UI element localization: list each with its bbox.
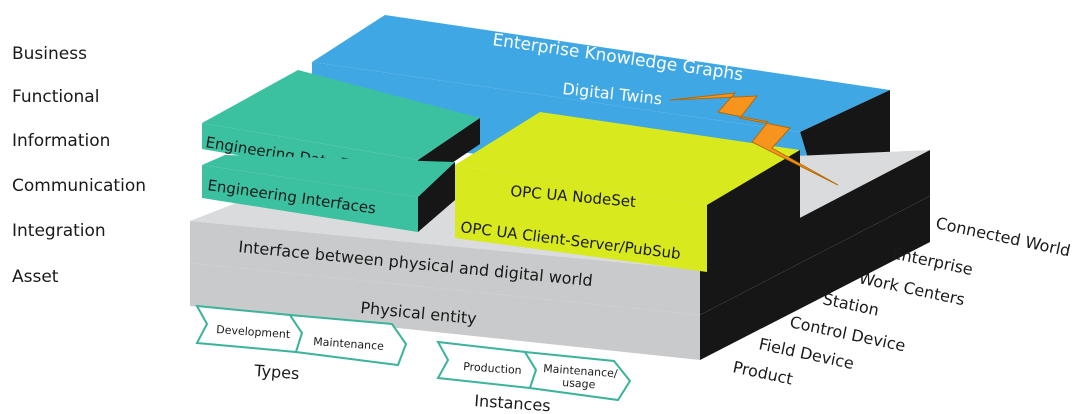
types-development: Development <box>216 323 291 341</box>
hierarchy-connected-world: Connected World <box>934 213 1072 260</box>
instances-maintenance-usage-line2: usage <box>562 376 596 391</box>
lightning-icon <box>669 92 839 186</box>
hierarchy-product: Product <box>731 357 794 388</box>
instances-production: Production <box>463 360 522 377</box>
instances-label: Instances <box>474 391 552 414</box>
engineering-interfaces-block: Engineering Interfaces <box>202 155 455 232</box>
types-maintenance: Maintenance <box>313 335 385 353</box>
layer-label-functional: Functional <box>12 87 100 107</box>
physical-entity-block: Physical entity <box>190 196 930 360</box>
layer-label-business: Business <box>12 44 87 64</box>
hierarchy-station: Station <box>821 289 881 319</box>
layer-label-integration: Integration <box>12 221 106 241</box>
layer-label-asset: Asset <box>12 267 59 287</box>
types-label: Types <box>253 361 300 383</box>
hierarchy-enterprise: Enterprise <box>890 243 974 279</box>
types-lifecycle: Development Maintenance Types <box>195 304 408 383</box>
instances-maintenance-usage-line1: Maintenance/ <box>543 362 619 380</box>
instances-lifecycle: Production Maintenance/ usage Instances <box>436 340 632 414</box>
layer-label-communication: Communication <box>12 176 146 196</box>
layer-label-information: Information <box>12 131 111 151</box>
